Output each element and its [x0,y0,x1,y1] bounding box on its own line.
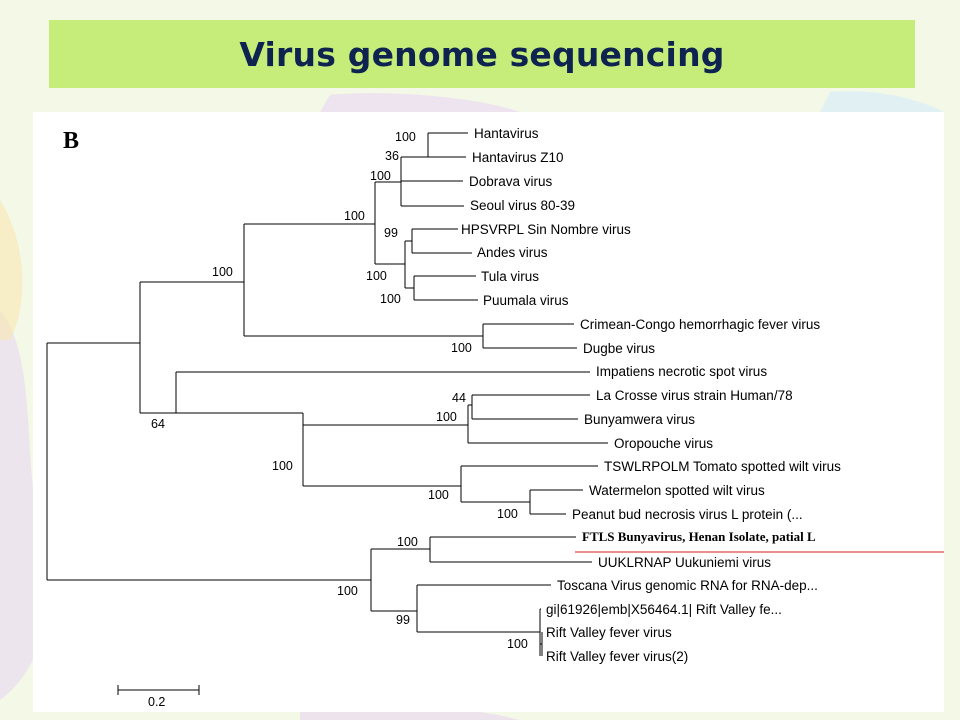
tree-panel [33,112,944,712]
bootstrap-value: 100 [370,169,391,183]
taxon-label: HPSVRPL Sin Nombre virus [461,222,631,237]
bootstrap-value: 99 [396,613,410,627]
taxon-label: Hantavirus Z10 [472,150,564,165]
bootstrap-value: 100 [428,488,449,502]
bootstrap-value: 100 [436,410,457,424]
taxon-label: Toscana Virus genomic RNA for RNA-dep... [557,578,818,593]
taxon-label: Bunyamwera virus [584,412,695,427]
bootstrap-value: 100 [451,341,472,355]
taxon-label: UUKLRNAP Uukuniemi virus [598,555,771,570]
bootstrap-value: 100 [380,292,401,306]
bootstrap-value: 100 [397,535,418,549]
scale-bar-label: 0.2 [148,695,165,709]
bootstrap-value: 44 [452,391,466,405]
bootstrap-value: 64 [151,417,165,431]
taxon-label: Watermelon spotted wilt virus [589,483,765,498]
bootstrap-value: 100 [212,265,233,279]
taxon-label-highlighted: FTLS Bunyavirus, Henan Isolate, patial L [582,529,816,544]
slide-title: Virus genome sequencing [239,34,725,74]
bootstrap-value: 100 [507,637,528,651]
taxon-label: Oropouche virus [614,436,713,451]
tree-branches [46,132,608,656]
panel-label: B [63,128,80,154]
bootstrap-value: 100 [272,459,293,473]
taxon-label: Puumala virus [483,293,569,308]
taxon-label: Tula virus [481,269,539,284]
taxon-label: Seoul virus 80-39 [470,198,575,213]
taxon-label: Rift Valley fever virus(2) [546,649,688,664]
taxon-label: Dobrava virus [469,174,553,189]
taxon-label: Rift Valley fever virus [546,625,672,640]
bootstrap-value: 100 [344,209,365,223]
taxon-label: Peanut bud necrosis virus L protein (... [572,507,803,522]
taxon-label: gi|61926|emb|X56464.1| Rift Valley fe... [546,602,782,617]
bootstrap-value: 100 [395,130,416,144]
taxon-label: Dugbe virus [583,341,655,356]
taxon-label: Hantavirus [474,126,539,141]
bootstrap-value: 100 [337,584,358,598]
bootstrap-values: 100 36 100 100 99 100 100 100 100 64 44 … [151,130,528,651]
bootstrap-value: 36 [385,149,399,163]
bootstrap-value: 99 [384,226,398,240]
taxon-label: Andes virus [477,245,548,260]
taxon-label: Crimean-Congo hemorrhagic fever virus [580,317,820,332]
taxon-label: TSWLRPOLM Tomato spotted wilt virus [604,459,841,474]
bootstrap-value: 100 [497,507,518,521]
taxon-label: La Crosse virus strain Human/78 [596,388,793,403]
bootstrap-value: 100 [366,269,387,283]
title-banner: Virus genome sequencing [49,20,915,88]
scale-bar: 0.2 [117,685,200,709]
taxa-labels: Hantavirus Hantavirus Z10 Dobrava virus … [461,126,841,664]
taxon-label: Impatiens necrotic spot virus [596,364,767,379]
